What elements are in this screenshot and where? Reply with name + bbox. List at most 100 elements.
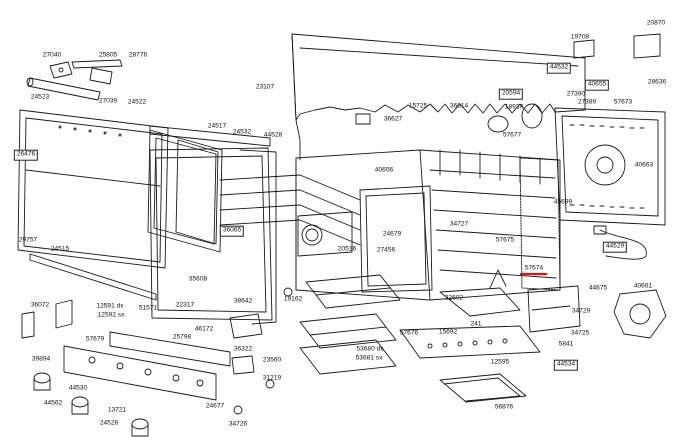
shelf-runners xyxy=(219,174,361,246)
fastener-36627 xyxy=(355,113,371,125)
label-19162: 19162 xyxy=(283,295,303,303)
top-cover xyxy=(291,33,586,161)
label-27039: 27039 xyxy=(98,97,118,105)
label-5841: 5841 xyxy=(558,340,574,348)
label-56876: 56876 xyxy=(494,403,514,411)
label-25805: 25805 xyxy=(98,51,118,59)
label-12592: 12592 sx xyxy=(97,311,125,319)
label-28636: 28636 xyxy=(647,78,667,86)
label-24679: 24679 xyxy=(382,230,402,238)
label-29757: 29757 xyxy=(18,236,38,244)
bottom-trim xyxy=(29,253,157,301)
handle-bracket-right xyxy=(71,59,123,85)
door-top-strip xyxy=(149,125,271,147)
label-40655: 40655 xyxy=(584,79,610,91)
label-20594: 20594 xyxy=(498,88,524,100)
label-44562: 44562 xyxy=(43,399,63,407)
label-34725: 34725 xyxy=(570,329,590,337)
label-36065: 36065 xyxy=(219,225,245,237)
label-15692: 15692 xyxy=(438,328,458,336)
label-53680: 53680 dx xyxy=(356,345,384,353)
label-51571: 51571 xyxy=(138,304,158,312)
door-inner-frame xyxy=(149,147,277,325)
label-22317: 22317 xyxy=(175,301,195,309)
bottom-tray xyxy=(399,325,541,359)
label-22602: 22602 xyxy=(444,294,464,302)
inner-cavity-front xyxy=(359,185,433,293)
label-24677: 24677 xyxy=(205,402,225,410)
baking-tray xyxy=(439,373,527,403)
label-44528: 44528 xyxy=(263,131,283,139)
label-34726: 34726 xyxy=(228,420,248,428)
label-57677: 57677 xyxy=(502,131,522,139)
label-15725: 15725 xyxy=(408,102,428,110)
lamp-holder xyxy=(233,287,293,415)
handle-bracket-left xyxy=(49,61,73,79)
label-57679: 57679 xyxy=(85,335,105,343)
label-24517: 24517 xyxy=(207,122,227,130)
label-34727: 34727 xyxy=(449,220,469,228)
label-44530: 44530 xyxy=(68,384,88,392)
label-25798: 25798 xyxy=(172,333,192,341)
outer-door-glass xyxy=(17,109,169,269)
fan-motor xyxy=(487,103,543,133)
label-44529: 44529 xyxy=(602,241,628,253)
label-18939: 18939 xyxy=(504,103,524,111)
label-20516: 20516 xyxy=(337,245,357,253)
label-20870: 20870 xyxy=(646,19,666,27)
label-36627: 36627 xyxy=(383,115,403,123)
label-40656: 40656 xyxy=(374,166,394,174)
inner-glass-1 xyxy=(147,129,223,253)
label-24523: 24523 xyxy=(30,93,50,101)
label-23107: 23107 xyxy=(255,83,275,91)
label-36614: 36614 xyxy=(449,102,469,110)
label-34729: 34729 xyxy=(571,307,591,315)
knob-24528 xyxy=(131,418,149,437)
label-19708: 19708 xyxy=(570,33,590,41)
label-57676: 57676 xyxy=(399,329,419,337)
relay-36322 xyxy=(231,355,255,375)
label-35608: 35608 xyxy=(188,275,208,283)
label-38642: 38642 xyxy=(233,297,253,305)
label-46172: 46172 xyxy=(194,325,214,333)
label-12591: 12591 dx xyxy=(96,302,124,310)
side-bracket xyxy=(527,285,581,333)
inner-glass-2 xyxy=(175,139,219,245)
label-57674: 57674 xyxy=(524,264,544,272)
label-27040: 27040 xyxy=(42,51,62,59)
knob-39894 xyxy=(33,372,51,391)
label-53681: 53681 sx xyxy=(355,354,383,362)
label-24522: 24522 xyxy=(127,98,147,106)
label-31219: 31219 xyxy=(262,374,282,382)
knob-44562 xyxy=(71,396,89,415)
bottom-heater xyxy=(439,269,521,317)
label-57675: 57675 xyxy=(495,236,515,244)
switch-block xyxy=(21,299,73,339)
label-27389: 27389 xyxy=(577,98,597,106)
label-26476: 26476 xyxy=(13,149,39,161)
label-24532: 24532 xyxy=(232,128,252,136)
thermostat-38642 xyxy=(229,313,263,339)
label-45699: 45699 xyxy=(553,198,573,206)
label-44534: 44534 xyxy=(553,359,579,371)
label-44675: 44675 xyxy=(588,284,608,292)
label-23560: 23560 xyxy=(262,356,282,364)
power-cable xyxy=(593,225,647,260)
control-panel xyxy=(63,331,231,401)
label-24528: 24528 xyxy=(99,419,119,427)
fan-element xyxy=(613,289,667,339)
label-44532: 44532 xyxy=(546,62,572,74)
label-40661: 40661 xyxy=(633,282,653,290)
label-36322: 36322 xyxy=(233,345,253,353)
label-241: 241 xyxy=(470,320,482,328)
top-brackets xyxy=(573,33,661,59)
door-handle xyxy=(26,77,101,101)
wire-rack-lower xyxy=(299,313,397,375)
label-28776: 28776 xyxy=(128,51,148,59)
label-27456: 27456 xyxy=(376,246,396,254)
label-39894: 39894 xyxy=(31,355,51,363)
label-40663: 40663 xyxy=(634,161,654,169)
label-13721: 13721 xyxy=(107,406,127,414)
